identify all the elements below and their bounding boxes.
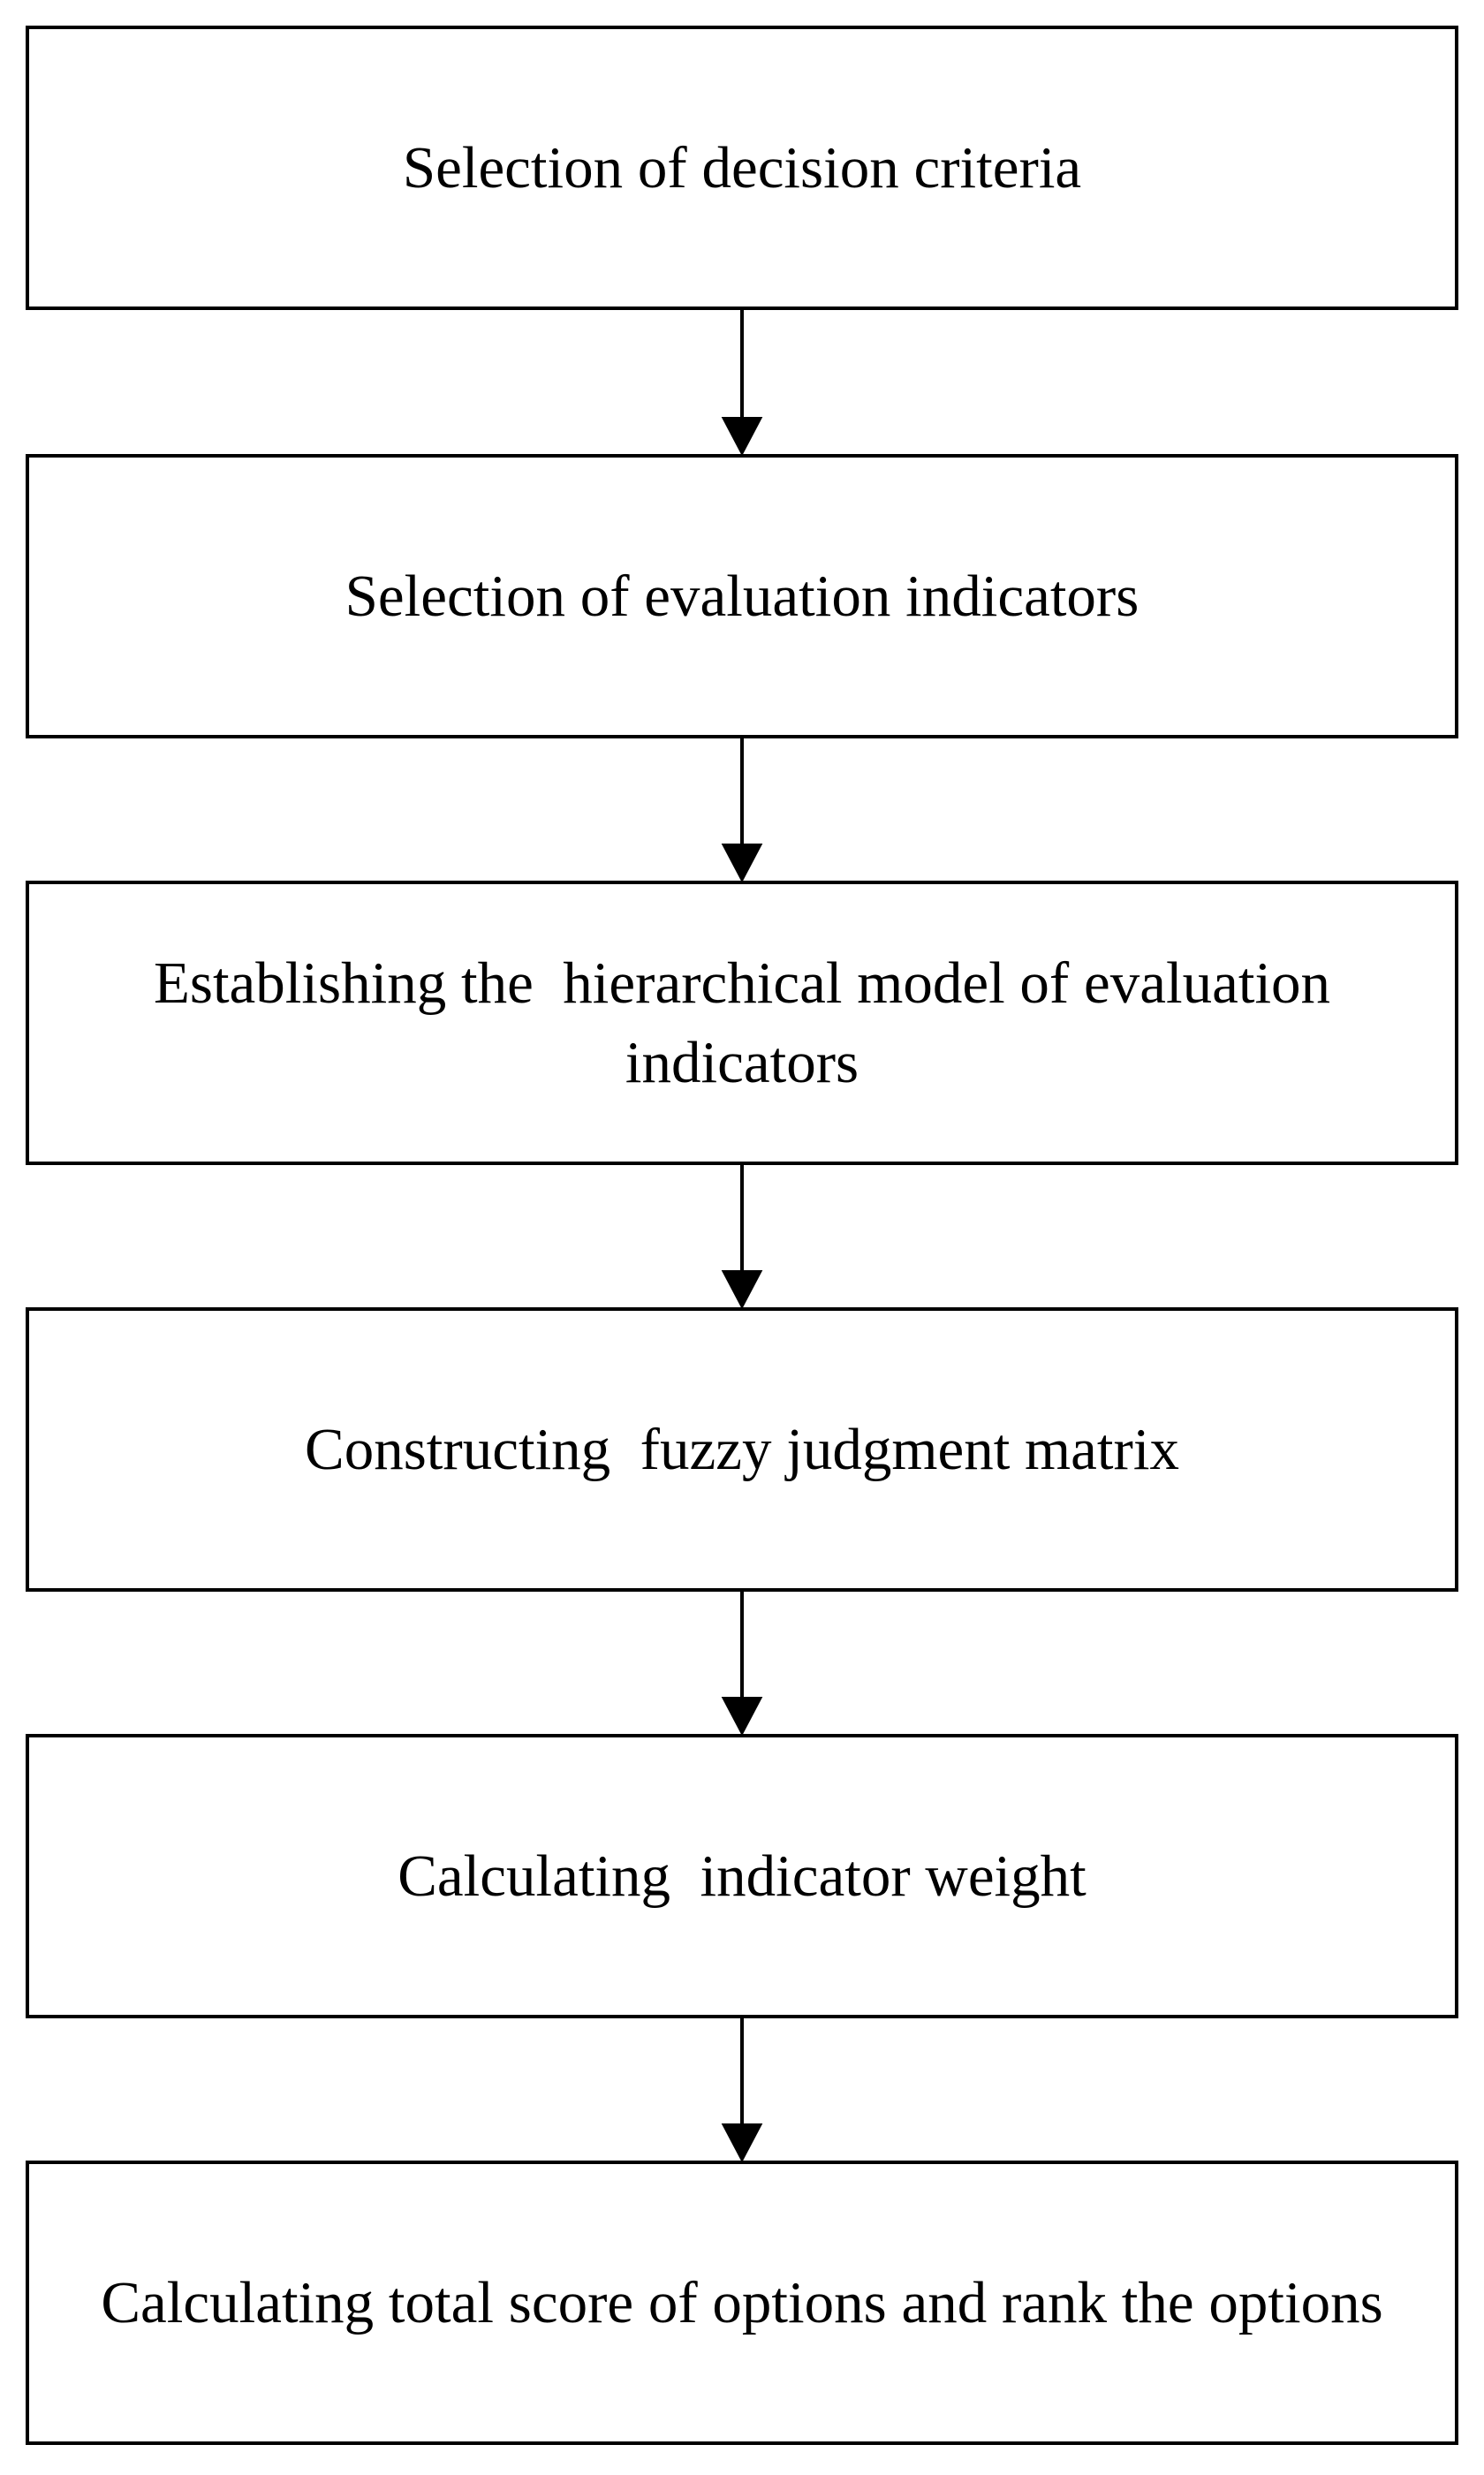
step-box-evaluation-indicators: Selection of evaluation indicators	[26, 454, 1458, 738]
step-label: Calculating total score of options and r…	[101, 2270, 1383, 2335]
step-box-fuzzy-judgment-matrix: Constructing fuzzy judgment matrix	[26, 1307, 1458, 1592]
step-label: Selection of decision criteria	[402, 135, 1082, 201]
arrow-1-2-head	[721, 417, 763, 457]
arrow-3-4-head	[721, 1270, 763, 1310]
step-label: Selection of evaluation indicators	[344, 564, 1140, 629]
arrow-5-6-head	[721, 2123, 763, 2163]
step-box-decision-criteria: Selection of decision criteria	[26, 26, 1458, 310]
step-box-hierarchical-model: Establishing the hierarchical model of e…	[26, 881, 1458, 1165]
step-label: Constructing fuzzy judgment matrix	[305, 1417, 1179, 1482]
step-box-total-score-ranking: Calculating total score of options and r…	[26, 2161, 1458, 2445]
arrow-4-5-head	[721, 1697, 763, 1737]
arrow-2-3-head	[721, 844, 763, 883]
step-label: Establishing the hierarchical model of e…	[153, 950, 1345, 1095]
step-box-indicator-weight: Calculating indicator weight	[26, 1734, 1458, 2018]
step-label: Calculating indicator weight	[398, 1843, 1086, 1909]
